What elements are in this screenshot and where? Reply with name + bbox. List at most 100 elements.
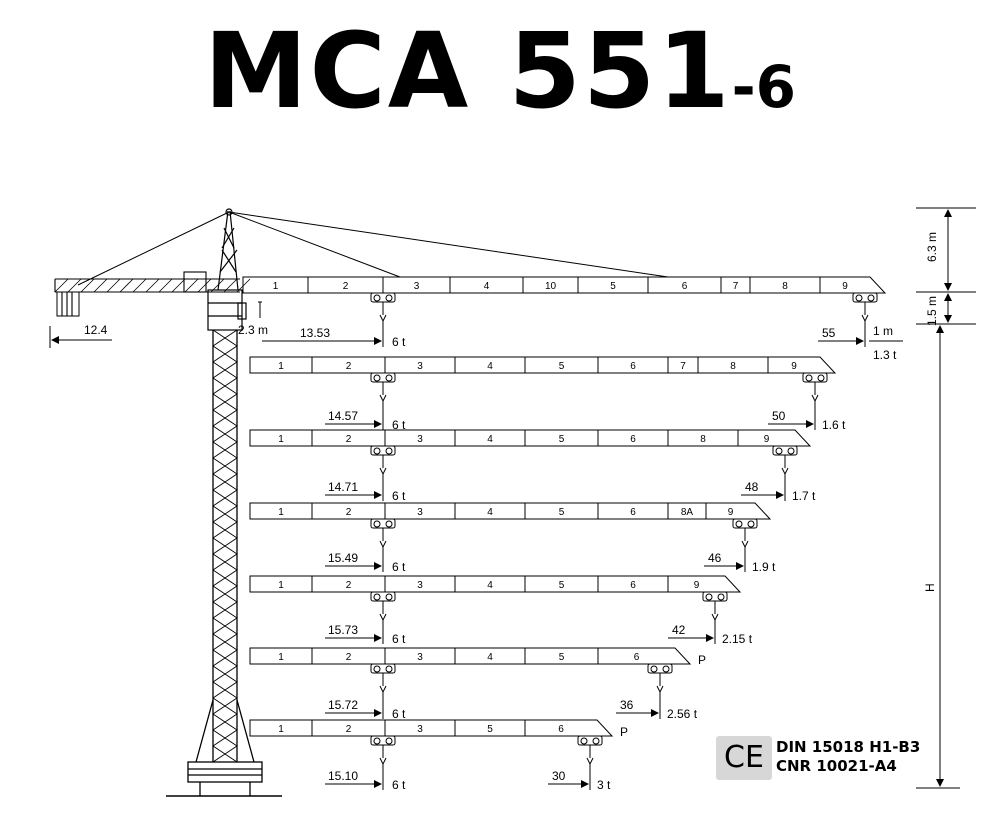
jib-segment-label: 9 [791, 361, 797, 372]
reach: 30 [552, 769, 566, 783]
certification-standards: DIN 15018 H1-B3 CNR 10021-A4 [776, 738, 920, 776]
tower-base [166, 699, 282, 797]
reach-dimension [616, 692, 661, 719]
inner-trolley [370, 292, 396, 323]
inner-trolley [370, 591, 396, 622]
tower-head [217, 208, 239, 291]
jib-p-mark: P [620, 725, 628, 739]
jib-segment-label: 7 [733, 281, 739, 292]
top-tip-load: 1.3 t [873, 348, 897, 362]
reach-dimension [548, 764, 591, 790]
tip-load: 3 t [597, 778, 611, 792]
inner-load: 6 t [392, 489, 406, 503]
jib-segment-label: 5 [559, 361, 565, 372]
jib-segment-label: 9 [764, 434, 770, 445]
jib-segment-label: 3 [417, 652, 423, 663]
tip-trolley [802, 372, 828, 403]
reach: 42 [672, 623, 686, 637]
jib-segment-label: 4 [487, 652, 493, 663]
jib-segment-label: 2 [346, 507, 352, 518]
height-dimensions [916, 207, 976, 789]
tip-trolley [772, 445, 798, 476]
slewing-unit [207, 289, 247, 331]
tip-trolley [732, 518, 758, 549]
jib-segment-label: 3 [417, 724, 423, 735]
reach: 55 [822, 326, 836, 340]
inner-distance-dimension [325, 692, 384, 719]
tip-trolley [852, 292, 878, 323]
model-suffix: -6 [731, 53, 797, 121]
height-lower: 1.5 m [925, 296, 939, 326]
jib-segment-label: 1 [273, 281, 279, 292]
jib-segment-label: 5 [559, 434, 565, 445]
jib-segment-label: 2 [346, 361, 352, 372]
tip-extension: 1 m [873, 324, 893, 338]
jib-segment-label: 2 [346, 724, 352, 735]
inner-distance-dimension [325, 620, 384, 644]
jib-segment-label: 6 [558, 724, 564, 735]
inner-distance: 14.71 [328, 480, 358, 494]
jib-segment-label: 9 [728, 507, 734, 518]
inner-distance: 15.49 [328, 551, 358, 565]
tip-load: 2.15 t [722, 632, 753, 646]
jib-segment-label: 1 [278, 580, 284, 591]
inner-distance: 13.53 [300, 326, 330, 340]
tip-trolley [702, 591, 728, 622]
jib-segment-label: 9 [694, 580, 700, 591]
inner-distance: 15.72 [328, 698, 358, 712]
reach: 46 [708, 551, 722, 565]
jib-segment-label: 1 [278, 507, 284, 518]
jib-segment-label: 6 [630, 580, 636, 591]
inner-load: 6 t [392, 707, 406, 721]
jib-segment-label: 4 [487, 361, 493, 372]
jib-segment-label: 6 [634, 652, 640, 663]
inner-trolley [370, 735, 396, 766]
jib-segment-label: 8 [700, 434, 706, 445]
reach-dimension [741, 474, 786, 501]
tip-trolley [577, 735, 603, 766]
jib-segment-label: 3 [417, 507, 423, 518]
jib-segment-label: 8 [730, 361, 736, 372]
jib-segment-label: 4 [487, 434, 493, 445]
standard-din: DIN 15018 H1-B3 [776, 738, 921, 756]
jib-segment-label: 2 [346, 434, 352, 445]
pivot-offset-dimension [258, 301, 262, 318]
reach-dimension [768, 401, 816, 430]
inner-load: 6 t [392, 335, 406, 349]
jib-segment-label: 6 [682, 281, 688, 292]
reach-dimension [668, 620, 716, 644]
jib-segment-label: 5 [559, 580, 565, 591]
model-name: MCA 551 [203, 10, 732, 132]
jib-segment-label: 10 [545, 281, 557, 292]
jib-segment-label: 5 [487, 724, 493, 735]
jib-segment-label: 1 [278, 434, 284, 445]
jib-segment-label: 3 [417, 580, 423, 591]
inner-distance-dimension [262, 321, 384, 347]
jib-segment-label: 6 [630, 507, 636, 518]
ce-mark: CE [716, 736, 772, 780]
inner-distance-dimension [325, 401, 384, 430]
tip-load: 1.9 t [752, 560, 776, 574]
inner-distance-dimension [325, 474, 384, 501]
jib-segment-label: 4 [484, 281, 490, 292]
jib-segment-label: 2 [346, 580, 352, 591]
tip-trolley [647, 663, 673, 694]
inner-trolley [370, 518, 396, 549]
inner-trolley [370, 372, 396, 403]
jib-segment-label: 5 [559, 507, 565, 518]
jib-pendants [77, 211, 669, 286]
jib-segment-label: 1 [278, 361, 284, 372]
inner-distance: 15.73 [328, 623, 358, 637]
inner-trolley [370, 445, 396, 476]
height-under-hook: H [923, 583, 937, 592]
reach: 48 [745, 480, 759, 494]
inner-load: 6 t [392, 632, 406, 646]
inner-load: 6 t [392, 560, 406, 574]
jib-segment-label: 3 [417, 361, 423, 372]
